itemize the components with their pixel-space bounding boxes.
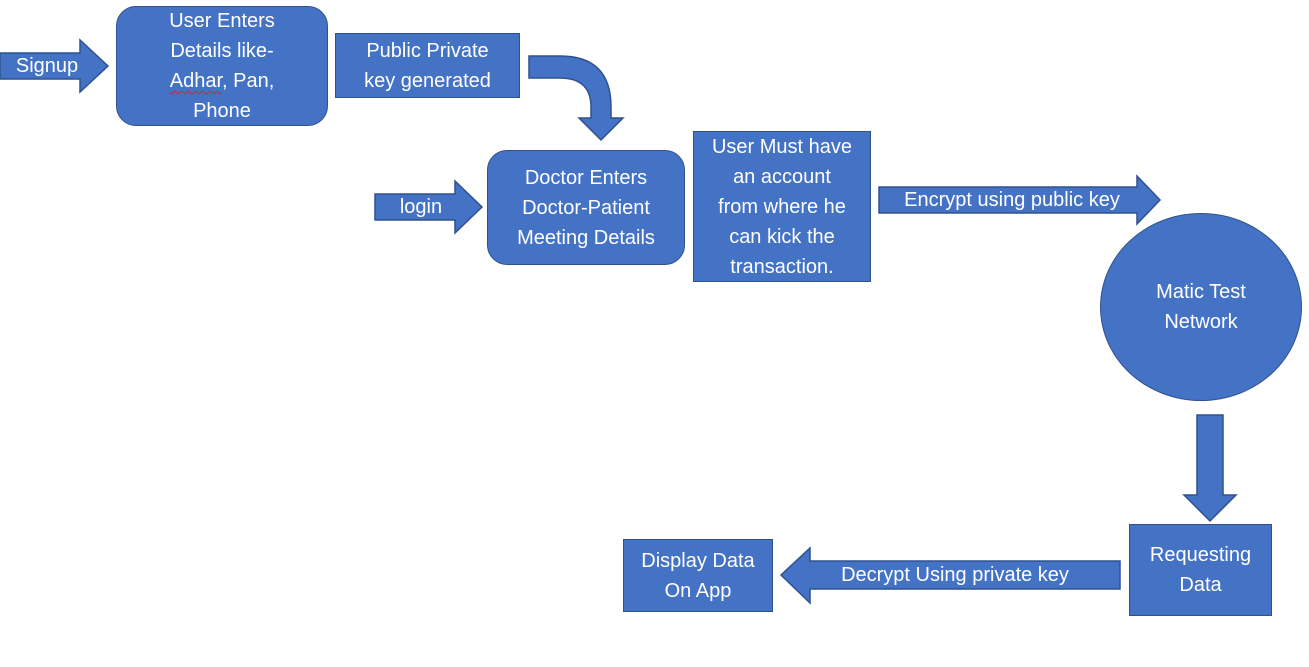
keys-generated-line-2: key generated <box>364 69 491 92</box>
user-details-line-4: Phone <box>193 100 251 122</box>
user-details-line-3: Adhar, Pan, <box>169 70 275 92</box>
display-data-line-2: On App <box>664 579 732 602</box>
doctor-enters-line-3: Meeting Details <box>517 226 655 249</box>
encrypt-label: Encrypt using public key <box>904 189 1120 211</box>
keys-generated-line-1: Public Private <box>366 39 489 62</box>
encrypt-arrow <box>878 174 1162 226</box>
user-account-line-3: from where he <box>718 195 846 218</box>
user-account-line-5: transaction. <box>730 255 834 278</box>
user-details-line-1: User Enters <box>169 10 275 32</box>
user-account-box: User Must have an account from where he … <box>693 131 871 282</box>
doctor-enters-line-2: Doctor-Patient <box>522 196 650 219</box>
keys-generated-box: Public Private key generated <box>335 33 520 98</box>
doctor-enters-line-1: Doctor Enters <box>524 166 648 189</box>
login-label: login <box>399 196 443 218</box>
requesting-data-line-1: Requesting <box>1149 544 1252 566</box>
decrypt-label: Decrypt Using private key <box>841 564 1069 586</box>
display-data-line-1: Display Data <box>641 549 755 572</box>
user-account-line-1: User Must have <box>711 135 853 158</box>
requesting-data-line-2: Data <box>1179 574 1222 596</box>
display-data-box: Display Data On App <box>623 539 773 612</box>
user-details-line-2: Details like- <box>170 40 274 62</box>
user-account-line-4: can kick the <box>729 225 835 248</box>
signup-arrow <box>0 38 110 94</box>
login-arrow <box>374 179 484 235</box>
curved-down-arrow <box>528 55 625 142</box>
user-details-box: User Enters Details like- Adhar, Pan, Ph… <box>116 6 328 126</box>
down-arrow <box>1182 414 1238 523</box>
decrypt-arrow <box>779 546 1121 605</box>
requesting-data-box: Requesting Data <box>1129 524 1272 616</box>
doctor-enters-box: Doctor Enters Doctor-Patient Meeting Det… <box>487 150 685 265</box>
matic-network-circle: Matic Test Network <box>1100 213 1302 401</box>
user-account-line-2: an account <box>733 165 831 188</box>
spellcheck-underline: Adhar <box>169 70 222 92</box>
matic-network-line-2: Network <box>1164 311 1238 333</box>
signup-label: Signup <box>15 55 79 77</box>
matic-network-line-1: Matic Test <box>1156 281 1246 303</box>
